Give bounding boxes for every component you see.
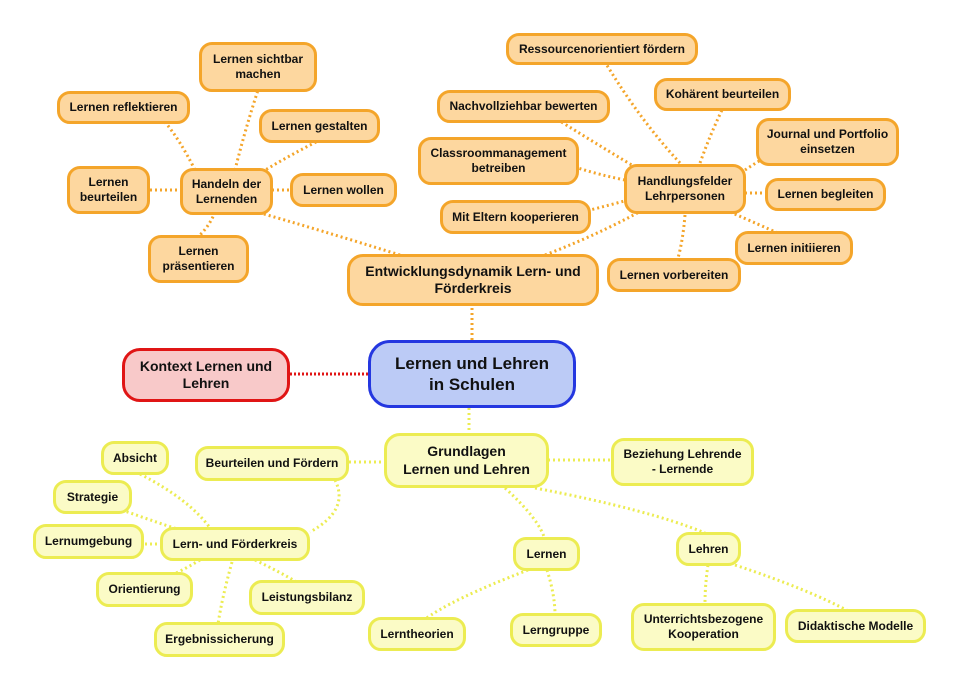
nachvollziehbar-node[interactable]: Nachvollziehbar bewerten [437, 90, 610, 123]
link-grundlagen-lernen [503, 486, 547, 541]
journal-node[interactable]: Journal und Portfolio einsetzen [756, 118, 899, 166]
link-lehren-kooperation [703, 564, 710, 604]
handlungsfelder-node[interactable]: Handlungsfelder Lehrpersonen [624, 164, 746, 214]
begleiten-node[interactable]: Lernen begleiten [765, 178, 886, 211]
grundlagen-node[interactable]: Grundlagen Lernen und Lehren [384, 433, 549, 488]
link-handeln-praesentieren [198, 211, 217, 237]
lernen-node[interactable]: Lernen [513, 537, 580, 571]
beurteilen-node[interactable]: Lernen beurteilen [67, 166, 150, 214]
foerderkreis-node[interactable]: Lern- und Förderkreis [160, 527, 310, 561]
eltern-node[interactable]: Mit Eltern kooperieren [440, 200, 591, 234]
initiieren-node[interactable]: Lernen initiieren [735, 231, 853, 265]
link-handeln-reflektieren [163, 121, 197, 171]
link-fk-absicht [139, 472, 212, 529]
link-lehren-didaktik [734, 563, 851, 614]
ergebnissicherung-node[interactable]: Ergebnissicherung [154, 622, 285, 657]
ressourcen-node[interactable]: Ressourcenorientiert fördern [506, 33, 698, 65]
wollen-node[interactable]: Lernen wollen [290, 173, 397, 207]
lerntheorien-node[interactable]: Lerntheorien [368, 617, 466, 651]
kooperation-node[interactable]: Unterrichtsbezogene Kooperation [631, 603, 776, 651]
link-hf-nachvollziehbar [559, 119, 641, 172]
entwicklung-node[interactable]: Entwicklungsdynamik Lern- und Förderkrei… [347, 254, 599, 306]
link-hf-ressourcen [603, 61, 682, 165]
classroom-node[interactable]: Classroommanagement betreiben [418, 137, 579, 185]
kohaerent-node[interactable]: Kohärent beurteilen [654, 78, 791, 111]
link-grundlagen-lehren [534, 486, 706, 535]
link-beurteilen-foerderkreis [309, 479, 341, 534]
center-node[interactable]: Lernen und Lehren in Schulen [368, 340, 576, 408]
didaktik-node[interactable]: Didaktische Modelle [785, 609, 926, 643]
reflektieren-node[interactable]: Lernen reflektieren [57, 91, 190, 124]
lerngruppe-node[interactable]: Lerngruppe [510, 613, 602, 647]
leistungsbilanz-node[interactable]: Leistungsbilanz [249, 580, 365, 615]
link-hf-vorbereiten [676, 214, 687, 259]
kontext-node[interactable]: Kontext Lernen und Lehren [122, 348, 290, 402]
absicht-node[interactable]: Absicht [101, 441, 169, 475]
sichtbar-node[interactable]: Lernen sichtbar machen [199, 42, 317, 92]
link-handeln-gestalten [261, 138, 321, 174]
praesentieren-node[interactable]: Lernen präsentieren [148, 235, 249, 283]
link-hf-kohaerent [698, 109, 724, 164]
lernumgebung-node[interactable]: Lernumgebung [33, 524, 144, 559]
link-handeln-sichtbar [233, 89, 260, 171]
strategie-node[interactable]: Strategie [53, 480, 132, 514]
link-fk-ergebnissicherung [216, 561, 234, 625]
link-entwicklung-handlungsfelder [544, 198, 661, 257]
beurteilen-foerdern-node[interactable]: Beurteilen und Fördern [195, 446, 349, 481]
handeln-node[interactable]: Handeln der Lernenden [180, 168, 273, 215]
vorbereiten-node[interactable]: Lernen vorbereiten [607, 258, 741, 292]
link-hf-classroom [577, 166, 626, 182]
beziehung-node[interactable]: Beziehung Lehrende - Lernende [611, 438, 754, 486]
gestalten-node[interactable]: Lernen gestalten [259, 109, 380, 143]
link-entwicklung-handeln [249, 208, 401, 257]
link-hf-eltern [589, 198, 629, 212]
link-lernen-lerntheorien [423, 568, 529, 622]
orientierung-node[interactable]: Orientierung [96, 572, 193, 607]
link-lernen-lerngruppe [545, 569, 557, 616]
lehren-node[interactable]: Lehren [676, 532, 741, 566]
